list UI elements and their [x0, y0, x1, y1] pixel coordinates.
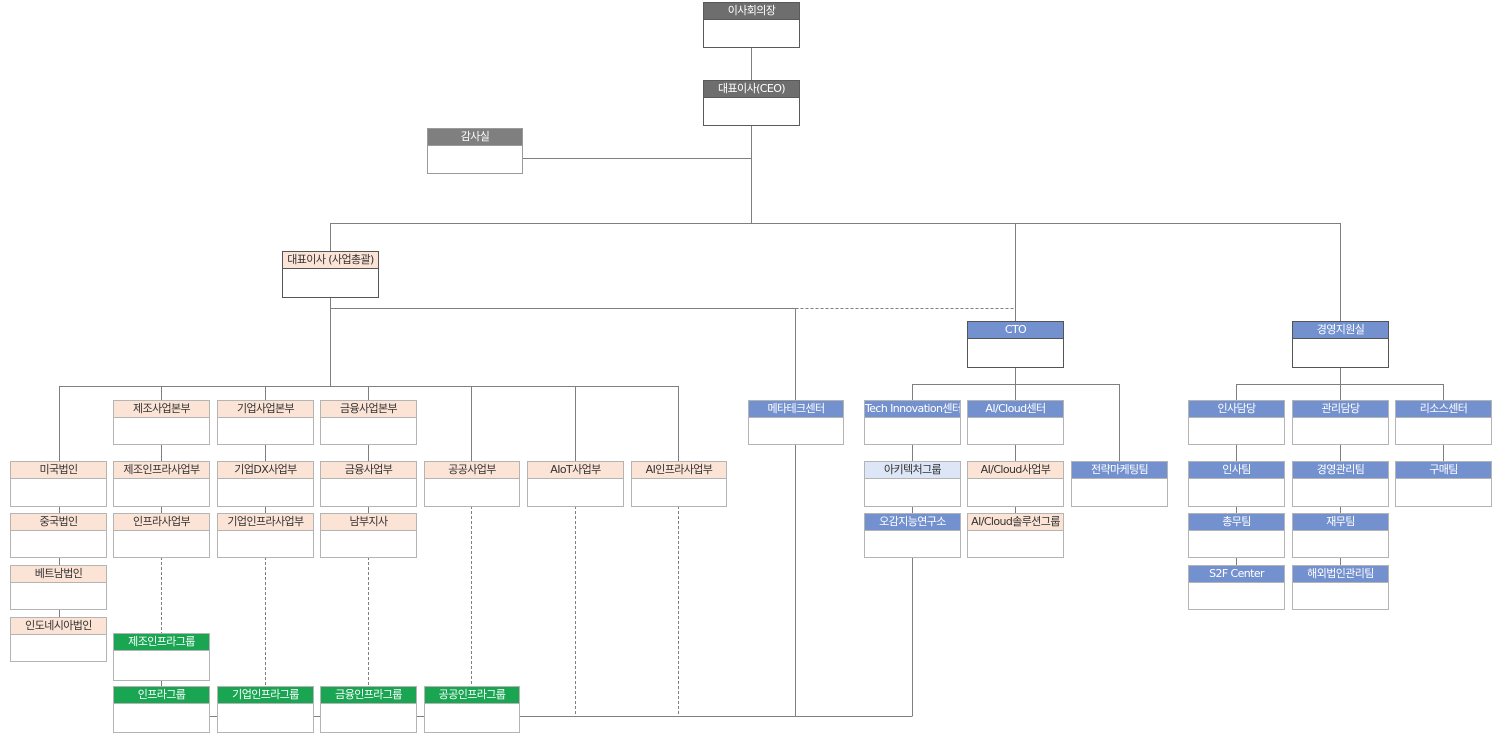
admin-box: 관리담당 [1292, 400, 1389, 445]
tech-innovation-center-label: Tech Innovation센터 [865, 401, 960, 417]
china-subsidiary-box: 중국법인 [10, 513, 107, 558]
ai-cloud-div-box: AI/Cloud사업부 [967, 461, 1064, 507]
indonesia-subsidiary-label: 인도네시아법인 [11, 618, 106, 634]
enterprise-hq-box: 기업사업본부 [217, 400, 314, 445]
finance-hq-box: 금융사업본부 [320, 400, 417, 445]
ai-cloud-center-box: AI/Cloud센터 [967, 400, 1064, 445]
china-subsidiary-label: 중국법인 [11, 514, 106, 530]
enterprise-dx-div-label: 기업DX사업부 [218, 462, 313, 478]
cto-box: CTO [967, 321, 1064, 368]
aiot-div-label: AIoT사업부 [528, 462, 623, 478]
overseas-team-box: 해외법인관리팀 [1292, 565, 1389, 610]
hr-team-box: 인사팀 [1188, 461, 1285, 507]
southern-branch-box: 남부지사 [320, 513, 417, 558]
manufacturing-hq-box: 제조사업본부 [113, 400, 210, 445]
cto-label: CTO [968, 322, 1063, 338]
admin-label: 관리담당 [1293, 401, 1388, 417]
public-infra-group-box: 공공인프라그룹 [424, 686, 520, 733]
audit-label: 감사실 [428, 129, 522, 145]
us-subsidiary-box: 미국법인 [10, 461, 107, 507]
enterprise-infra-group-label: 기업인프라그룹 [218, 687, 313, 703]
aiot-div-box: AIoT사업부 [527, 461, 624, 507]
metatech-center-label: 메타테크센터 [749, 401, 843, 417]
ai-lab-label: 오감지능연구소 [865, 514, 960, 530]
hr-box: 인사담당 [1188, 400, 1285, 445]
enterprise-infra-div-label: 기업인프라사업부 [218, 514, 313, 530]
finance-div-box: 금융사업부 [320, 461, 417, 507]
ai-infra-div-label: AI인프라사업부 [632, 462, 726, 478]
vietnam-subsidiary-label: 베트남법인 [11, 566, 106, 582]
public-div-box: 공공사업부 [424, 461, 520, 507]
infra-div-label: 인프라사업부 [114, 514, 209, 530]
strategic-marketing-label: 전략마케팅팀 [1072, 462, 1167, 478]
manufacturing-hq-label: 제조사업본부 [114, 401, 209, 417]
southern-branch-label: 남부지사 [321, 514, 416, 530]
chairman-box: 이사회의장 [703, 2, 800, 48]
audit-box: 감사실 [427, 128, 523, 174]
ceo-business-box: 대표이사 (사업총괄) [282, 251, 379, 298]
overseas-team-label: 해외법인관리팀 [1293, 566, 1388, 582]
vietnam-subsidiary-box: 베트남법인 [10, 565, 107, 610]
hr-label: 인사담당 [1189, 401, 1284, 417]
enterprise-dx-div-box: 기업DX사업부 [217, 461, 314, 507]
manufacturing-infra-div-label: 제조인프라사업부 [114, 462, 209, 478]
metatech-center-box: 메타테크센터 [748, 400, 844, 445]
enterprise-hq-label: 기업사업본부 [218, 401, 313, 417]
indonesia-subsidiary-box: 인도네시아법인 [10, 617, 107, 662]
mgmt-team-label: 경영관리팀 [1293, 462, 1388, 478]
s2f-center-label: S2F Center [1189, 566, 1284, 582]
ai-cloud-center-label: AI/Cloud센터 [968, 401, 1063, 417]
tech-innovation-center-box: Tech Innovation센터 [864, 400, 961, 445]
ceo-business-label: 대표이사 (사업총괄) [283, 252, 378, 268]
manufacturing-infra-div-box: 제조인프라사업부 [113, 461, 210, 507]
ceo-label: 대표이사(CEO) [704, 81, 799, 97]
infra-group-box: 인프라그룹 [113, 686, 210, 733]
purchasing-box: 구매팀 [1395, 461, 1492, 507]
finance-div-label: 금융사업부 [321, 462, 416, 478]
management-support-label: 경영지원실 [1293, 322, 1388, 338]
ceo-box: 대표이사(CEO) [703, 80, 800, 126]
public-div-label: 공공사업부 [425, 462, 519, 478]
strategic-marketing-box: 전략마케팅팀 [1071, 461, 1168, 507]
ai-cloud-div-label: AI/Cloud사업부 [968, 462, 1063, 478]
architecture-group-label: 아키텍처그룹 [865, 462, 960, 478]
finance-hq-label: 금융사업본부 [321, 401, 416, 417]
purchasing-label: 구매팀 [1396, 462, 1491, 478]
ai-cloud-solution-group-box: AI/Cloud솔루션그룹 [967, 513, 1064, 558]
infra-div-box: 인프라사업부 [113, 513, 210, 558]
us-subsidiary-label: 미국법인 [11, 462, 106, 478]
manufacturing-infra-group-label: 제조인프라그룹 [114, 634, 209, 650]
infra-group-label: 인프라그룹 [114, 687, 209, 703]
ai-infra-div-box: AI인프라사업부 [631, 461, 727, 507]
resource-center-label: 리소스센터 [1396, 401, 1491, 417]
finance-infra-group-box: 금융인프라그룹 [320, 686, 417, 733]
enterprise-infra-div-box: 기업인프라사업부 [217, 513, 314, 558]
ai-cloud-solution-group-label: AI/Cloud솔루션그룹 [968, 514, 1063, 530]
general-affairs-box: 총무팀 [1188, 513, 1285, 558]
public-infra-group-label: 공공인프라그룹 [425, 687, 519, 703]
finance-team-label: 재무팀 [1293, 514, 1388, 530]
mgmt-team-box: 경영관리팀 [1292, 461, 1389, 507]
chairman-label: 이사회의장 [704, 3, 799, 19]
enterprise-infra-group-box: 기업인프라그룹 [217, 686, 314, 733]
finance-infra-group-label: 금융인프라그룹 [321, 687, 416, 703]
management-support-box: 경영지원실 [1292, 321, 1389, 368]
general-affairs-label: 총무팀 [1189, 514, 1284, 530]
s2f-center-box: S2F Center [1188, 565, 1285, 610]
hr-team-label: 인사팀 [1189, 462, 1284, 478]
resource-center-box: 리소스센터 [1395, 400, 1492, 445]
manufacturing-infra-group-box: 제조인프라그룹 [113, 633, 210, 681]
ai-lab-box: 오감지능연구소 [864, 513, 961, 558]
finance-team-box: 재무팀 [1292, 513, 1389, 558]
architecture-group-box: 아키텍처그룹 [864, 461, 961, 507]
